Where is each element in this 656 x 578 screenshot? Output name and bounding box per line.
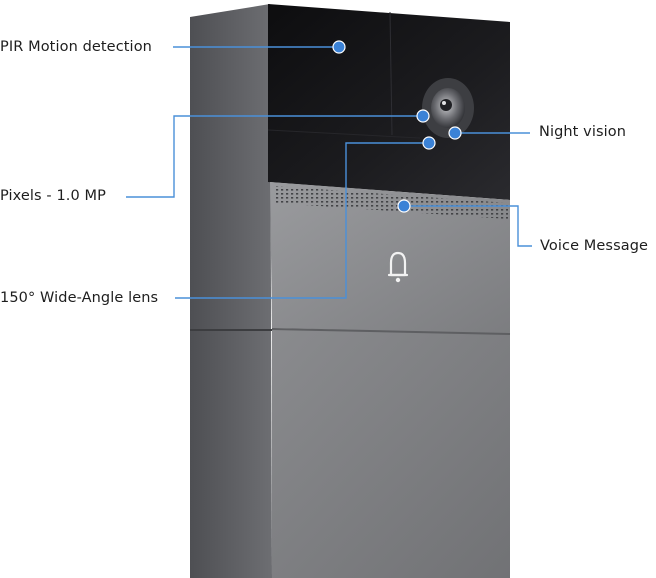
callout-lines (126, 46, 532, 299)
glass-front (268, 4, 510, 200)
bell-icon[interactable] (387, 251, 409, 283)
callout-line-voice (404, 205, 532, 247)
callout-dot-night (448, 126, 462, 140)
callout-dot-pir (332, 40, 346, 54)
callout-dot-voice (397, 199, 411, 213)
callout-label-voice-message: Voice Message (540, 238, 649, 254)
face-seam (271, 328, 511, 335)
callout-label-night-vision: Night vision (539, 124, 627, 140)
callout-line-pixels (126, 115, 423, 198)
callout-label-pixels: Pixels - 1.0 MP (0, 188, 106, 204)
callout-dots (332, 40, 462, 213)
lower-face-panel (272, 328, 510, 578)
speaker-grill (276, 186, 508, 219)
callout-label-pir: PIR Motion detection (0, 39, 152, 55)
callout-label-lens: 150° Wide-Angle lens (0, 290, 159, 306)
callout-line-lens (175, 142, 428, 299)
callout-dot-lens (422, 136, 436, 150)
callout-dot-pixels (416, 109, 430, 123)
device-side-panel (190, 4, 272, 578)
upper-face-panel (270, 182, 510, 334)
